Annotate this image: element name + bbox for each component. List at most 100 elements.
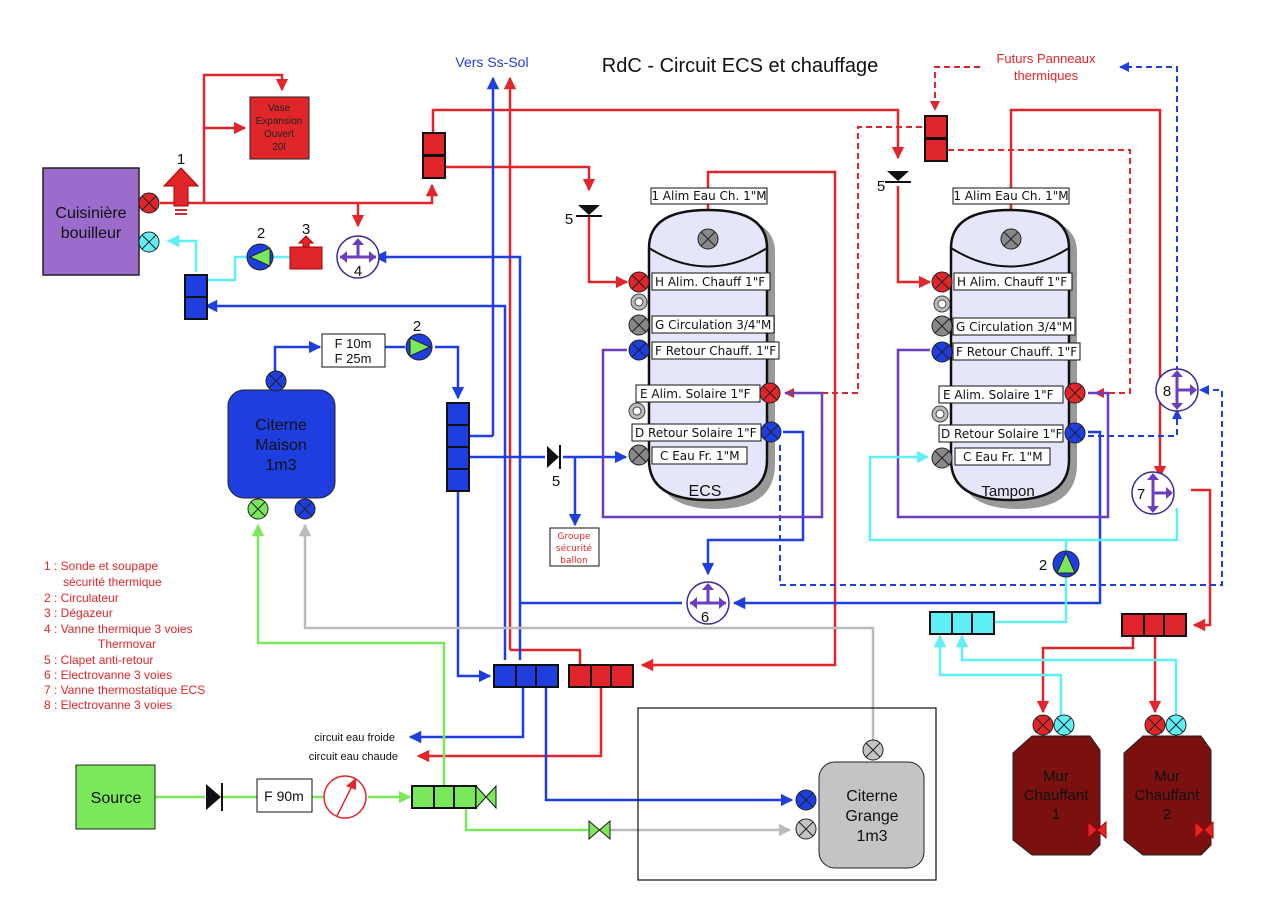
filter-source-label: F 90m [264, 788, 304, 804]
grange-enclosure [637, 707, 937, 881]
ecs-label-box-F [651, 341, 780, 360]
citerne-maison-label-3: 1m3 [265, 457, 296, 474]
green-pipes [155, 523, 588, 832]
tampon-label-D: D Retour Solaire 1"F [941, 427, 1063, 441]
pipe-ecs-D-to-6 [701, 430, 805, 576]
legend-item-1: 1 : Sonde et soupape [44, 559, 158, 573]
ecs-label-H: H Alim. Chauff 1"F [655, 275, 765, 289]
pipe-to-ecs-clapet [446, 165, 596, 192]
ecs-label-box-E [635, 384, 761, 403]
expansion-label-1: Vase [268, 103, 290, 114]
pipe-pump-to-cyan-manifold [993, 540, 1068, 624]
filter-source [256, 778, 313, 813]
tampon-label-box-C [954, 447, 1051, 466]
tampon-port-F [931, 341, 953, 363]
circuit-eau-froide-label: circuit eau froide [314, 732, 395, 744]
green-manifold [411, 784, 497, 810]
label-1-sonde: 1 [177, 151, 185, 168]
citerne-grange-label-2: Grange [845, 808, 898, 825]
diagram-title: RdC - Circuit ECS et chauffage [602, 55, 878, 77]
wall-heater-2-label-2: Chauffant [1135, 787, 1201, 804]
pipe-to-citerne-maison [251, 523, 446, 786]
heater-1-valve-icon [1087, 820, 1107, 840]
ecs-port-F [628, 339, 650, 361]
ecs-port-G [628, 314, 650, 336]
heater-hot-manifold [1121, 613, 1187, 637]
citerne-maison-label-2: Maison [255, 437, 307, 454]
circulator-pump-tampon [1052, 550, 1080, 578]
cold-manifold-maison [446, 402, 470, 492]
circulator-pump-maison [405, 333, 433, 361]
pipe-to-tampon-C [868, 450, 1179, 542]
citerne-grange-top-port [862, 739, 884, 761]
pipe-tampon-F-loop [896, 348, 1110, 519]
pipe-hot-link [510, 648, 582, 665]
groupe-securite-box [549, 527, 600, 567]
tampon-label-box-top [952, 187, 1070, 205]
groupe-securite-label-1: Groupe [558, 532, 591, 542]
pipe-to-heater-1 [1036, 636, 1135, 714]
citerne-grange-label-3: 1m3 [856, 828, 887, 845]
pipe-tampon-hot-out [1009, 108, 1167, 479]
ecs-label-box-C [651, 446, 748, 465]
label-3: 3 [302, 221, 310, 238]
label-2-tampon: 2 [1039, 557, 1047, 574]
tampon-port-E [1064, 382, 1086, 404]
pipe-to-stove-return [166, 234, 198, 272]
ecs-port-probe-2 [628, 402, 646, 420]
pipe-pump-to-manifold [435, 345, 465, 400]
ecs-label-C: C Eau Fr. 1"M [660, 449, 740, 463]
label-2-maison: 2 [413, 318, 421, 335]
filter-maison [321, 333, 386, 368]
expansion-label-2: Expansion [256, 116, 303, 127]
ecs-port-E [759, 382, 781, 404]
pipe-future-tampon-E [948, 149, 1131, 398]
pipe-to-ecs-H [587, 215, 629, 289]
ecs-port-probe [630, 293, 648, 311]
stove [42, 167, 140, 276]
expansion-label-3: Ouvert [264, 129, 294, 140]
ecs-label-F: F Retour Chauff. 1"F [655, 344, 776, 358]
tampon-label-box-D [938, 424, 1064, 443]
tampon-port-D [1064, 422, 1086, 444]
filter-maison-label-2: F 25m [335, 351, 372, 366]
grey-pipes [298, 523, 875, 837]
pipe-to-stove-manifold [204, 299, 507, 660]
label-2-stove: 2 [257, 225, 265, 242]
cyan-pipes [166, 234, 1179, 725]
wall-heater-2-label-3: 2 [1163, 806, 1171, 823]
clapet-tampon [885, 171, 911, 183]
legend-item-2: 2 : Circulateur [44, 591, 119, 605]
tampon-label-C: C Eau Fr. 1"M [963, 450, 1043, 464]
citerne-grange-blue-port [795, 789, 817, 811]
futurs-panneaux-label-1: Futurs Panneaux [996, 51, 1096, 66]
pipe-to-expansion-top [202, 73, 289, 203]
tampon-port-C [931, 447, 953, 469]
tampon-label-F: F Retour Chauff. 1"F [956, 345, 1077, 359]
heater-1-port-return [1053, 714, 1075, 736]
tampon-label-box-F [952, 342, 1081, 361]
cold-manifold-bottom [493, 664, 559, 688]
degazeur-icon [289, 235, 323, 270]
label-5-ecs: 5 [565, 211, 573, 228]
tampon-hot-manifold [924, 115, 948, 162]
wall-heater-1-label-2: Chauffant [1024, 787, 1090, 804]
stove-return-port [138, 231, 160, 253]
ecs-label-top: 1 Alim Eau Ch. 1"M [651, 189, 766, 203]
ecs-label-box-D [631, 423, 762, 442]
wall-heater-2 [1123, 735, 1214, 856]
citerne-grange [818, 761, 925, 869]
expansion-vessel [249, 96, 310, 160]
groupe-securite-label-3: ballon [560, 556, 587, 566]
future-hot-pipes [784, 66, 1131, 398]
pipe-future-tampon-D [1088, 409, 1182, 437]
pipe-to-heater-manifold [1191, 488, 1212, 632]
tank-ecs-name: ECS [689, 483, 722, 500]
legend-item-1b: sécurité thermique [63, 575, 162, 589]
legend-item-4: 4 : Vanne thermique 3 voies [44, 622, 193, 636]
tank-tampon-name: Tampon [981, 483, 1034, 500]
electrovanne-6 [686, 581, 730, 625]
ecs-label-G: G Circulation 3/4"M [655, 318, 771, 332]
wall-heater-1-label-3: 1 [1052, 806, 1060, 823]
stove-hot-port [138, 192, 160, 214]
